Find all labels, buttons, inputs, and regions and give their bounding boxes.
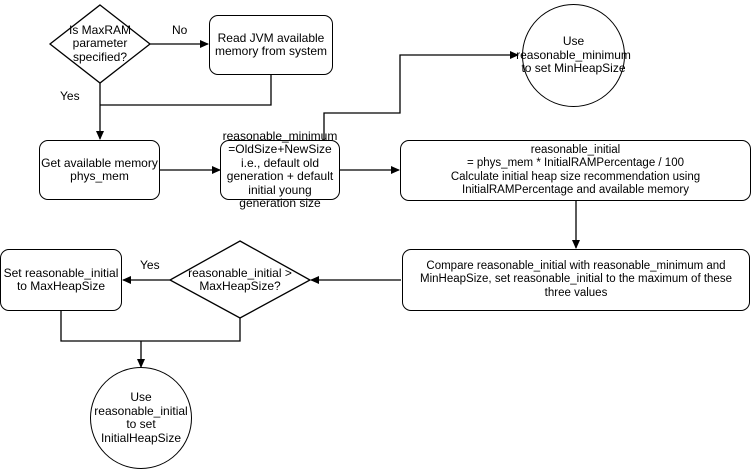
reasonable-initial-calc-box: reasonable_initial = phys_mem * InitialR… bbox=[400, 140, 751, 201]
read-jvm-memory-box: Read JVM available memory from system bbox=[209, 15, 333, 75]
edge-label-yes-exceeds: Yes bbox=[140, 258, 160, 272]
edge-decision-to-merge bbox=[141, 318, 241, 342]
edge-label-no: No bbox=[172, 23, 188, 37]
use-reasonable-initial-circle: Use reasonable_initial to set InitialHea… bbox=[90, 367, 192, 469]
maxram-decision-shape bbox=[48, 4, 152, 84]
edge-set-to-merge bbox=[60, 311, 141, 342]
get-available-memory-box: Get available memory phys_mem bbox=[39, 140, 160, 200]
compare-initial-box: Compare reasonable_initial with reasonab… bbox=[402, 249, 750, 311]
use-reasonable-minimum-circle: Use reasonable_minimum to set MinHeapSiz… bbox=[516, 4, 631, 107]
edge-minimum-to-use bbox=[323, 51, 519, 140]
edge-label-yes-maxram: Yes bbox=[60, 89, 80, 103]
set-initial-to-max-box: Set reasonable_initial to MaxHeapSize bbox=[0, 249, 122, 311]
edge-read-to-get bbox=[100, 75, 272, 106]
initial-vs-max-decision-shape bbox=[168, 240, 312, 319]
reasonable-minimum-box: reasonable_minimum =OldSize+NewSize i.e.… bbox=[220, 129, 340, 210]
